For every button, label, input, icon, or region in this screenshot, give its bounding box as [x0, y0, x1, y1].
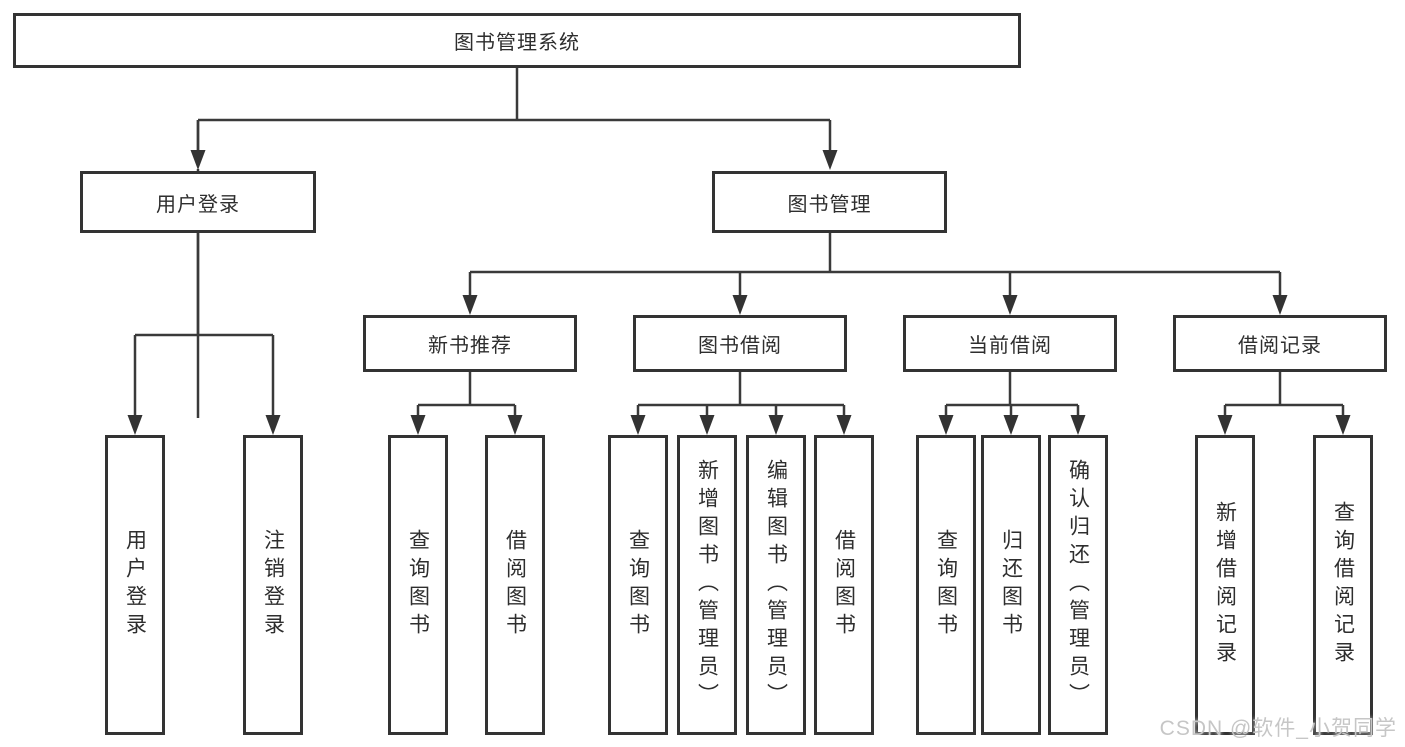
leaf-borrow-books-1: 借阅图书: [485, 435, 545, 735]
node-borrowing-records-label: 借阅记录: [1238, 335, 1322, 357]
connector-records-leaves: [1223, 372, 1345, 420]
node-book-management: 图书管理: [712, 171, 947, 233]
leaf-confirm-return-admin: 确认归还（管理员）: [1048, 435, 1108, 735]
connector-root-branches: [196, 68, 832, 418]
node-user-login: 用户登录: [80, 171, 316, 233]
leaf-logout: 注销登录: [243, 435, 303, 735]
leaf-return-books-label: 归还图书: [999, 529, 1023, 641]
leaf-query-books-3: 查询图书: [916, 435, 976, 735]
leaf-borrow-books-2: 借阅图书: [814, 435, 874, 735]
leaf-query-books-2: 查询图书: [608, 435, 668, 735]
node-user-login-label: 用户登录: [156, 193, 240, 216]
leaf-query-books-1-label: 查询图书: [406, 529, 430, 641]
node-borrowing-records: 借阅记录: [1173, 315, 1387, 372]
node-new-book-recommend-label: 新书推荐: [428, 335, 512, 357]
connector-login-leaves: [133, 233, 275, 420]
node-current-borrowing: 当前借阅: [903, 315, 1117, 372]
leaf-add-books-admin: 新增图书（管理员）: [677, 435, 737, 735]
connector-borrow-leaves: [636, 372, 846, 420]
node-current-borrowing-label: 当前借阅: [968, 335, 1052, 357]
node-new-book-recommend: 新书推荐: [363, 315, 577, 372]
node-book-management-label: 图书管理: [787, 193, 872, 216]
connector-newbooks-leaves: [416, 372, 517, 420]
node-book-borrowing: 图书借阅: [633, 315, 847, 372]
leaf-query-books-3-label: 查询图书: [934, 529, 958, 641]
csdn-watermark: CSDN @软件_小贺同学: [1159, 717, 1397, 740]
node-root-label: 图书管理系统: [454, 32, 580, 54]
leaf-edit-books-admin-label: 编辑图书（管理员）: [764, 459, 788, 711]
leaf-query-books-1: 查询图书: [388, 435, 448, 735]
node-book-borrowing-label: 图书借阅: [698, 335, 782, 357]
connector-current-leaves: [944, 372, 1080, 420]
arrowheads: [127, 150, 1351, 435]
leaf-confirm-return-admin-label: 确认归还（管理员）: [1066, 459, 1090, 711]
leaf-add-borrow-record-label: 新增借阅记录: [1213, 501, 1237, 669]
leaf-user-login: 用户登录: [105, 435, 165, 735]
leaf-add-borrow-record: 新增借阅记录: [1195, 435, 1255, 735]
leaf-query-borrow-record: 查询借阅记录: [1313, 435, 1373, 735]
leaf-borrow-books-2-label: 借阅图书: [832, 529, 856, 641]
leaf-borrow-books-1-label: 借阅图书: [503, 529, 527, 641]
leaf-user-login-label: 用户登录: [123, 529, 147, 641]
node-root-system: 图书管理系统: [13, 13, 1021, 68]
leaf-query-borrow-record-label: 查询借阅记录: [1331, 501, 1355, 669]
connector-mgmt-sections: [468, 233, 1282, 300]
leaf-logout-label: 注销登录: [261, 529, 285, 641]
leaf-query-books-2-label: 查询图书: [626, 529, 650, 641]
leaf-return-books: 归还图书: [981, 435, 1041, 735]
leaf-add-books-admin-label: 新增图书（管理员）: [695, 459, 719, 711]
leaf-edit-books-admin: 编辑图书（管理员）: [746, 435, 806, 735]
